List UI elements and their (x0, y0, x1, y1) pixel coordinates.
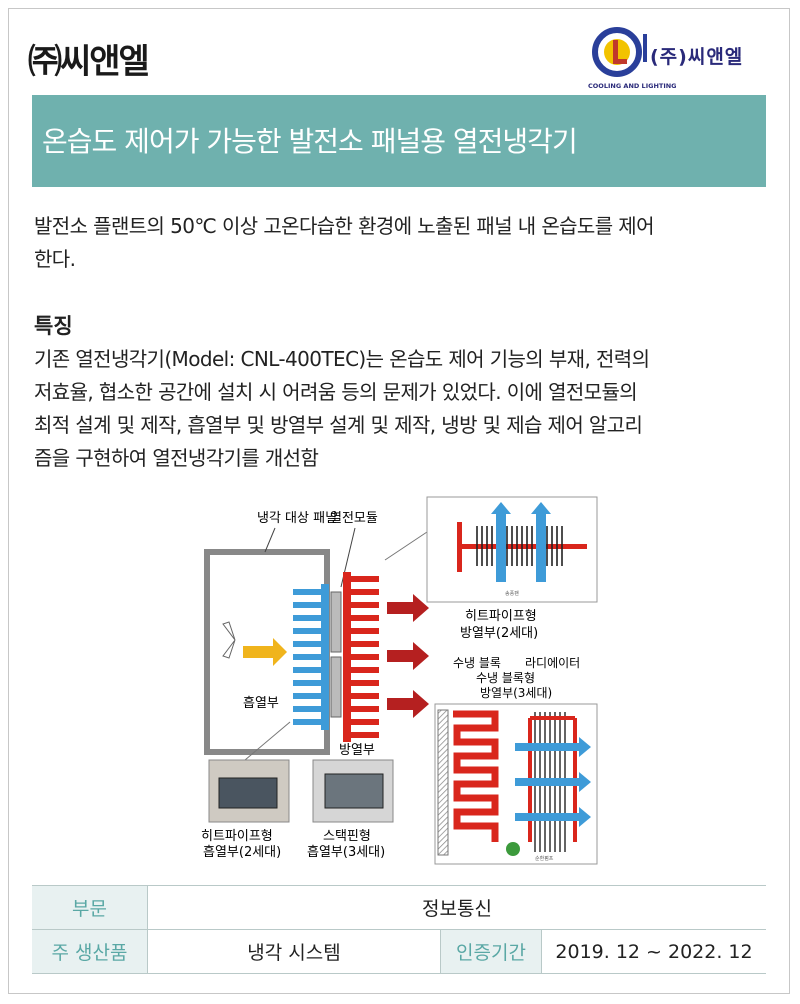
label-pump-small: 순환펌프 (535, 855, 554, 862)
features-line: 즘을 구현하여 열전냉각기를 개선함 (34, 446, 319, 470)
product-label: 주 생산품 (32, 929, 148, 974)
page-title: 온습도 제어가 가능한 발전소 패널용 열전냉각기 (42, 125, 578, 158)
label-emitter: 방열부 (339, 743, 375, 758)
label-photo1-line1: 히트파이프형 (201, 829, 273, 844)
logo-text: (주)씨앤엘 (650, 46, 744, 68)
label-water-emitter-1: 수냉 블록형 (476, 671, 535, 685)
features-heading: 특징 (34, 314, 73, 338)
pump-icon (506, 842, 520, 856)
product-value: 냉각 시스템 (147, 929, 441, 974)
label-water-emitter-2: 방열부(3세대) (480, 686, 552, 700)
title-banner (32, 95, 766, 187)
airflow-right-icon (515, 807, 591, 827)
label-photo2-line2: 흡열부(3세대) (307, 845, 385, 860)
features-paragraph: 기존 열전냉각기(Model: CNL-400TEC)는 온습도 제어 기능의 … (34, 343, 774, 475)
label-heatpipe-emitter-1: 히트파이프형 (465, 609, 537, 624)
period-value: 2019. 12 ~ 2022. 12 (541, 929, 766, 974)
fan-icon (222, 621, 236, 659)
absorber-fins (293, 584, 329, 730)
table-row: 부문 정보통신 (32, 885, 766, 930)
thermo-module-lower (330, 656, 342, 718)
label-target-panel: 냉각 대상 패널 (257, 511, 337, 526)
airflow-up-icon (531, 502, 551, 582)
airflow-right-icon (515, 772, 591, 792)
features-line: 기존 열전냉각기(Model: CNL-400TEC)는 온습도 제어 기능의 … (34, 347, 650, 371)
heat-arrow-icon (387, 690, 429, 718)
thermo-module-upper (330, 591, 342, 653)
cooler-diagram: 냉각 대상 패널 열전모듈 흡열부 (201, 496, 598, 865)
label-photo1-line2: 흡열부(2세대) (203, 845, 281, 860)
logo-tagline: COOLING AND LIGHTING (588, 82, 677, 90)
airflow-up-icon (491, 502, 511, 582)
company-logo (592, 27, 647, 77)
features-line: 최적 설계 및 제작, 흡열부 및 방열부 설계 및 제작, 냉방 및 제습 제… (34, 413, 643, 437)
airflow-right-icon (515, 737, 591, 757)
airflow-arrow-icon (243, 638, 287, 666)
intro-paragraph: 발전소 플랜트의 50℃ 이상 고온다습한 환경에 노출된 패널 내 온습도를 … (34, 210, 774, 276)
intro-line: 한다. (34, 247, 76, 271)
emitter-fins (343, 572, 379, 742)
label-photo2-line1: 스택핀형 (323, 829, 371, 844)
period-label: 인증기간 (440, 929, 542, 974)
heat-arrow-icon (387, 642, 429, 670)
label-radiator: 라디에이터 (525, 656, 580, 670)
table-row: 주 생산품 냉각 시스템 인증기간 2019. 12 ~ 2022. 12 (32, 929, 766, 974)
label-absorber: 흡열부 (243, 696, 279, 711)
label-heatpipe-emitter-2: 방열부(2세대) (460, 626, 538, 641)
logo-ring-icon (592, 27, 642, 77)
label-thermo-module: 열전모듈 (330, 511, 378, 526)
company-name: ㈜씨앤엘 (28, 42, 150, 82)
label-water-block: 수냉 블록 (453, 656, 501, 670)
heat-arrow-icon (387, 594, 429, 622)
label-fan-small: 송풍팬 (505, 590, 519, 597)
dept-value: 정보통신 (147, 885, 766, 930)
features-line: 저효율, 협소한 공간에 설치 시 어려움 등의 문제가 있었다. 이에 열전모… (34, 380, 638, 404)
dept-label: 부문 (32, 885, 148, 930)
info-table: 부문 정보통신 주 생산품 냉각 시스템 인증기간 2019. 12 ~ 202… (32, 885, 766, 974)
intro-line: 발전소 플랜트의 50℃ 이상 고온다습한 환경에 노출된 패널 내 온습도를 … (34, 214, 654, 238)
